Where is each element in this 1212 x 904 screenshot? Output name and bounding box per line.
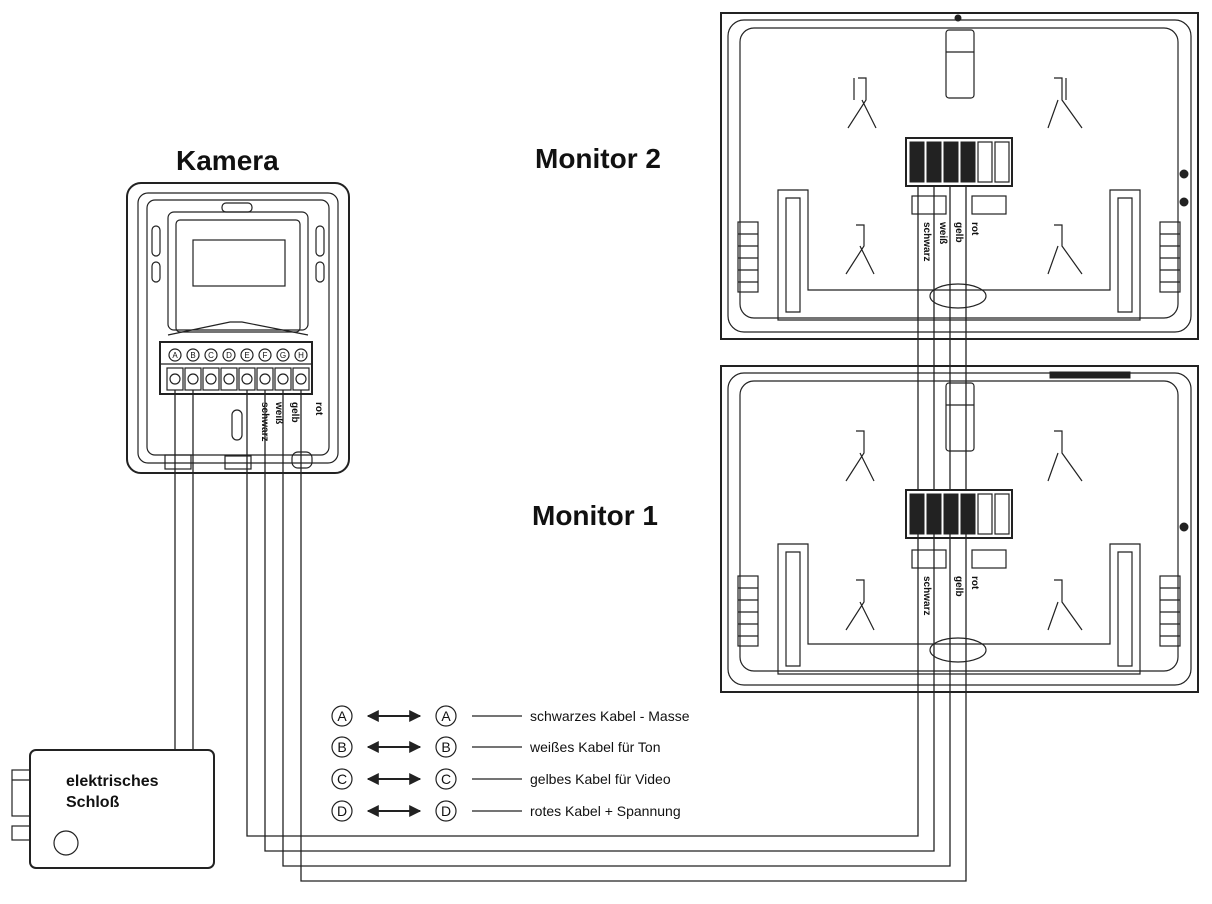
lock-label-line1: elektrisches xyxy=(66,773,159,790)
monitor2-label-black: schwarz xyxy=(921,222,932,261)
monitor1-label-red: rot xyxy=(969,576,980,590)
legend-row-d: D D rotes Kabel + Spannung xyxy=(331,800,681,822)
legend-from-label: C xyxy=(337,771,347,787)
monitor-2-unit: schwarz weiß gelb rot xyxy=(720,12,1199,340)
terminal-label: F xyxy=(263,351,268,360)
lock-label-line2: Schloß xyxy=(66,794,120,811)
monitor1-label-black: schwarz xyxy=(921,576,932,615)
legend-to-label: A xyxy=(441,708,451,724)
legend-from-label: A xyxy=(337,708,347,724)
camera-terminal-f: F xyxy=(256,348,274,391)
terminal-label: E xyxy=(244,351,249,360)
legend-text: rotes Kabel + Spannung xyxy=(530,803,681,819)
legend-text: gelbes Kabel für Video xyxy=(530,771,671,787)
camera-unit: A B C D xyxy=(126,182,350,474)
terminal-label: C xyxy=(208,351,214,360)
camera-label-red: rot xyxy=(313,402,324,416)
legend-row-a: A A schwarzes Kabel - Masse xyxy=(331,705,690,727)
legend-text: schwarzes Kabel - Masse xyxy=(530,708,690,724)
terminal-label: H xyxy=(298,351,304,360)
terminal-label: D xyxy=(226,351,232,360)
camera-terminal-c: C xyxy=(202,348,220,391)
wire-yellow xyxy=(282,390,951,867)
monitor2-label-white: weiß xyxy=(937,221,948,244)
camera-terminals: A B C D xyxy=(166,348,310,391)
terminal-label: G xyxy=(280,351,286,360)
camera-terminal-block: A B C D xyxy=(159,341,313,395)
legend-row-b: B B weißes Kabel für Ton xyxy=(331,736,660,758)
monitor2-title: Monitor 2 xyxy=(535,143,661,174)
legend-text: weißes Kabel für Ton xyxy=(529,739,660,755)
terminal-label: A xyxy=(172,351,178,360)
monitor2-label-yellow: gelb xyxy=(953,222,964,243)
camera-terminal-d: D xyxy=(220,348,238,391)
camera-terminal-e: E xyxy=(238,348,256,391)
camera-lens-window xyxy=(192,239,286,287)
monitor1-title: Monitor 1 xyxy=(532,500,658,531)
legend-from-label: B xyxy=(337,739,346,755)
terminal-label: B xyxy=(190,351,195,360)
electric-lock: elektrisches Schloß xyxy=(11,749,215,869)
camera-label-yellow: gelb xyxy=(289,402,300,423)
monitor2-label-red: rot xyxy=(969,222,980,236)
wire-red xyxy=(300,390,967,882)
legend-to-label: D xyxy=(441,803,451,819)
legend: A A schwarzes Kabel - Masse B B weißes K… xyxy=(331,705,690,822)
wires xyxy=(174,186,967,882)
monitor1-label-yellow: gelb xyxy=(953,576,964,597)
monitor-1-unit: schwarz gelb rot xyxy=(720,365,1199,693)
camera-label-white: weiß xyxy=(273,401,284,424)
legend-to-label: C xyxy=(441,771,451,787)
wire-black xyxy=(246,390,919,837)
legend-to-label: B xyxy=(441,739,450,755)
wire-white xyxy=(264,390,935,852)
camera-title: Kamera xyxy=(176,145,279,176)
legend-row-c: C C gelbes Kabel für Video xyxy=(331,768,671,790)
legend-from-label: D xyxy=(337,803,347,819)
